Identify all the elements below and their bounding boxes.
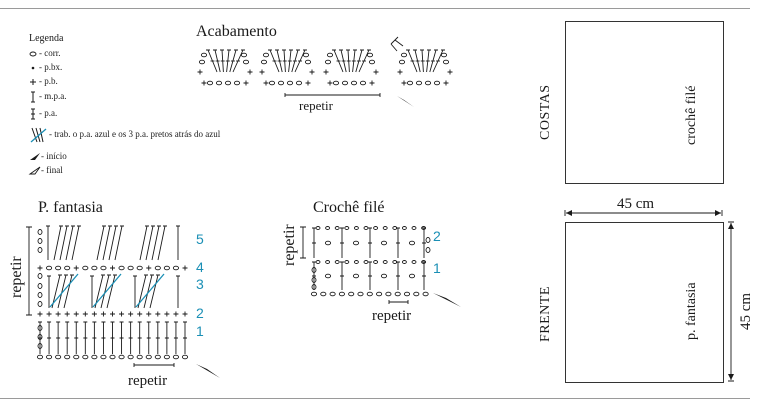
end-arrow-icon <box>390 36 404 52</box>
front-piece-box <box>565 222 724 383</box>
croche-file-repeat-bottom-label: repetir <box>372 308 412 324</box>
start-arrow-icon <box>196 364 220 378</box>
legend-item-end: - final <box>28 165 63 176</box>
mpa-icon <box>31 91 35 103</box>
legend-item-pb: - p.b. <box>29 76 58 87</box>
end-arrow-icon <box>28 166 41 175</box>
front-side-label: FRENTE <box>538 286 553 342</box>
front-inner-label: p. fantasia <box>684 282 699 340</box>
front-width-label: 45 cm <box>617 196 655 212</box>
acabamento-repeat-label: repetir <box>299 98 333 113</box>
legend-label: - final <box>41 165 63 175</box>
croche-file-row-2: 2 <box>433 228 441 244</box>
fantasia-repeat-bottom-label: repetir <box>128 373 168 389</box>
legend-label: - trab. o p.a. azul e os 3 p.a. pretos a… <box>49 129 221 140</box>
legend-title: Legenda <box>29 33 64 44</box>
legend-label: - p.a. <box>39 108 58 119</box>
acabamento-title: Acabamento <box>196 23 277 40</box>
legend-item-mpa: - m.p.a. <box>29 91 67 103</box>
fantasia-row-2: 2 <box>196 305 204 321</box>
legend-item-corr: - corr. <box>29 48 61 59</box>
legend-item-pbx: - p.bx. <box>29 62 62 73</box>
legend-label: - p.bx. <box>39 62 63 72</box>
croche-file-title: Crochê filé <box>313 199 385 216</box>
start-arrow-icon <box>30 152 40 160</box>
start-arrow-icon <box>433 293 461 307</box>
legend-label: - início <box>41 151 67 161</box>
crossed-pa-icon <box>30 127 47 143</box>
croche-file-row-1: 1 <box>433 260 441 276</box>
bottom-rule <box>0 398 750 399</box>
fantasia-title: P. fantasia <box>38 199 103 216</box>
legend-item-pa: - p.a. <box>29 108 57 120</box>
pb-icon <box>30 78 36 85</box>
legend-label: - m.p.a. <box>39 91 67 102</box>
back-piece-box <box>565 21 724 184</box>
legend-label: - p.b. <box>39 76 58 86</box>
fantasia-row-1: 1 <box>196 323 204 339</box>
front-height-label: 45 cm <box>738 292 754 330</box>
top-rule <box>0 8 750 9</box>
legend-item-crossed: - trab. o p.a. azul e os 3 p.a. pretos a… <box>29 127 220 143</box>
pa-icon <box>31 108 35 120</box>
fantasia-row-4: 4 <box>196 259 204 275</box>
fantasia-row-5: 5 <box>196 231 204 247</box>
pbx-icon <box>31 66 35 70</box>
fantasia-row-3: 3 <box>196 276 204 292</box>
legend-label: - corr. <box>39 48 61 58</box>
corr-icon <box>29 51 37 57</box>
legend-item-start: - início <box>29 151 67 162</box>
start-arrow-icon <box>397 96 414 107</box>
